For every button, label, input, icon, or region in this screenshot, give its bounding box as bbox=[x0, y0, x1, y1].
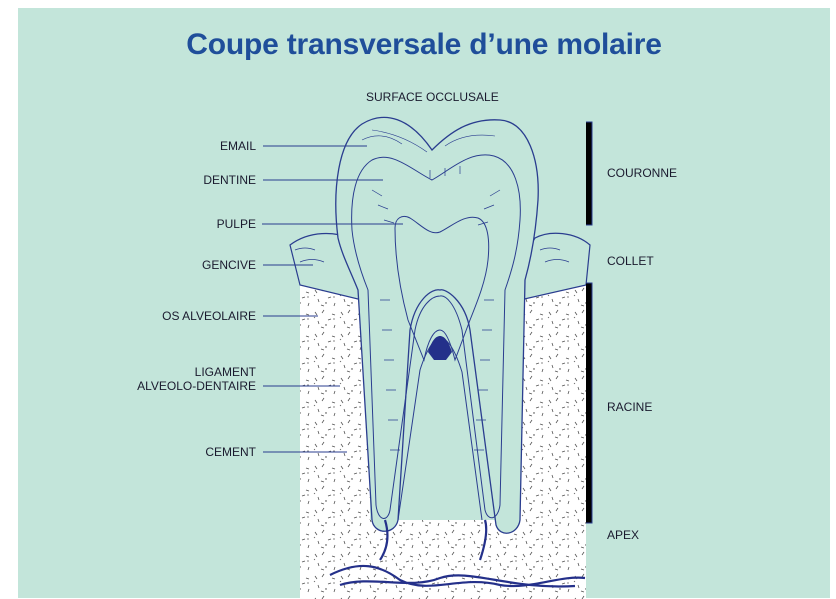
label-ligament-line1: LIGAMENT bbox=[120, 365, 256, 379]
label-collet: COLLET bbox=[607, 254, 654, 268]
label-pulpe: PULPE bbox=[150, 217, 256, 231]
alveolar-bone bbox=[300, 282, 586, 599]
label-ligament-line2: ALVEOLO-DENTAIRE bbox=[120, 379, 256, 393]
label-racine: RACINE bbox=[607, 400, 652, 414]
label-surface-occlusale: SURFACE OCCLUSALE bbox=[366, 90, 499, 104]
label-cement: CEMENT bbox=[150, 445, 256, 459]
label-couronne: COURONNE bbox=[607, 166, 677, 180]
label-os-alveolaire: OS ALVEOLAIRE bbox=[120, 309, 256, 323]
label-apex: APEX bbox=[607, 528, 639, 542]
label-email: EMAIL bbox=[150, 139, 256, 153]
label-gencive: GENCIVE bbox=[150, 258, 256, 272]
label-dentine: DENTINE bbox=[150, 173, 256, 187]
